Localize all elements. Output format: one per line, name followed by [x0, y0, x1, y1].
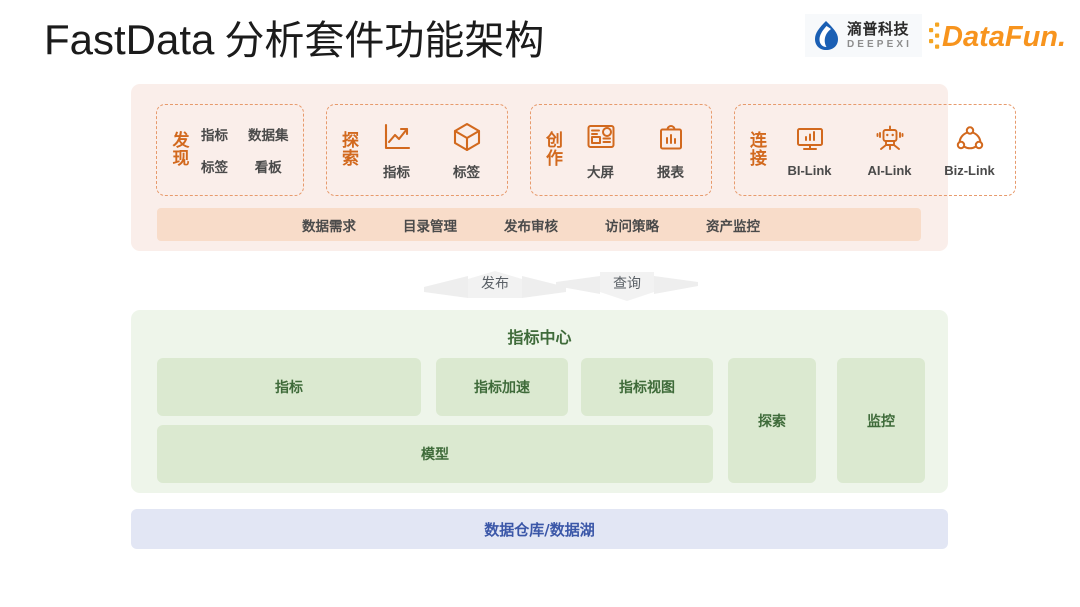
deepexi-flame-icon: [814, 21, 838, 50]
group-discovery[interactable]: 发 现 指标 数据集 标签 看板: [156, 104, 304, 196]
flow-publish-label: 发布: [481, 276, 509, 292]
group-connect-items: BI-Link: [779, 122, 1001, 178]
explore-item-tag[interactable]: 标签: [441, 120, 493, 181]
group-explore-title-l1: 探: [342, 130, 359, 151]
group-discovery-items: 指标 数据集 标签 看板: [201, 124, 289, 176]
discovery-item-dataset[interactable]: 数据集: [248, 128, 289, 144]
discovery-item-board[interactable]: 看板: [254, 160, 282, 176]
create-item-report-label: 报表: [657, 164, 684, 181]
explore-item-metric-label: 指标: [383, 164, 410, 181]
connect-item-biz-link-label: Biz-Link: [944, 163, 995, 178]
application-group-list: 发 现 指标 数据集 标签 看板 探 索: [156, 104, 1016, 196]
cube-icon: [452, 120, 482, 154]
metrics-box-metric[interactable]: 指标: [157, 358, 421, 416]
deepexi-name-en: DEEPEXI: [846, 38, 912, 50]
governance-item-catalog-mgmt[interactable]: 目录管理: [403, 218, 457, 235]
group-explore-title-l2: 索: [342, 149, 359, 169]
datafun-logo: DataFun.: [929, 21, 1066, 53]
metrics-center-panel: 指标中心 指标 指标加速 指标视图 模型 探索 监控: [131, 310, 948, 493]
group-connect[interactable]: 连 接 BI-Link: [733, 104, 1016, 196]
flow-arrows: 发布 查询: [0, 270, 1080, 302]
svg-text:DataFun.: DataFun.: [942, 21, 1066, 53]
storage-layer-label: 数据仓库/数据湖: [484, 520, 595, 539]
group-connect-title: 连 接: [749, 132, 769, 168]
explore-item-metric[interactable]: 指标: [371, 120, 423, 181]
group-create-title-l1: 创: [546, 130, 563, 151]
storage-layer-panel: 数据仓库/数据湖: [131, 509, 948, 549]
metrics-box-model[interactable]: 模型: [157, 425, 713, 483]
page-title-latin: FastData: [44, 16, 215, 63]
metrics-center-title: 指标中心: [507, 328, 572, 347]
governance-item-publish-audit[interactable]: 发布审核: [504, 218, 558, 235]
group-explore-title: 探 索: [341, 132, 361, 168]
group-explore-items: 指标 标签: [371, 120, 493, 181]
explore-item-tag-label: 标签: [453, 164, 480, 181]
group-discovery-title-l1: 发: [172, 130, 190, 151]
page-title-cjk: 分析套件功能架构: [224, 18, 545, 64]
share-nodes-icon: [955, 122, 985, 156]
group-discovery-title-l2: 现: [172, 149, 190, 169]
metrics-box-explore[interactable]: 探索: [728, 358, 816, 483]
discovery-item-tag[interactable]: 标签: [201, 160, 228, 176]
group-create-title: 创 作: [545, 132, 565, 168]
governance-item-access-policy[interactable]: 访问策略: [605, 218, 659, 235]
robot-icon: [875, 122, 905, 156]
publish-arrow-shape: [424, 271, 566, 298]
flow-publish-arrow: 发布: [424, 270, 566, 300]
create-item-bigscreen-label: 大屏: [587, 164, 614, 181]
governance-bar: 数据需求 目录管理 发布审核 访问策略 资产监控: [157, 208, 921, 241]
deepexi-logo: 滴普科技 DEEPEXI: [804, 14, 922, 57]
connect-item-bi-link[interactable]: BI-Link: [779, 122, 841, 178]
governance-item-asset-monitor[interactable]: 资产监控: [706, 218, 760, 235]
dashboard-screen-icon: [586, 120, 616, 154]
group-discovery-title: 发 现: [171, 132, 191, 168]
flow-query-arrow: 查询: [556, 270, 698, 302]
metrics-box-acceleration[interactable]: 指标加速: [436, 358, 568, 416]
group-explore[interactable]: 探 索 指标: [325, 104, 508, 196]
create-item-bigscreen[interactable]: 大屏: [575, 120, 627, 181]
metrics-box-view[interactable]: 指标视图: [581, 358, 713, 416]
group-create-title-l2: 作: [546, 149, 563, 169]
query-arrow-shape: [556, 272, 698, 301]
connect-item-ai-link[interactable]: AI-Link: [859, 122, 921, 178]
connect-item-bi-link-label: BI-Link: [787, 163, 832, 178]
connect-item-ai-link-label: AI-Link: [867, 163, 912, 178]
flow-query-label: 查询: [613, 276, 641, 292]
discovery-item-metric[interactable]: 指标: [201, 128, 228, 144]
group-connect-title-l2: 接: [750, 149, 767, 169]
governance-item-data-request[interactable]: 数据需求: [302, 218, 356, 235]
report-clipboard-icon: [656, 120, 686, 154]
group-create-items: 大屏 报表: [575, 120, 697, 181]
monitor-chart-icon: [795, 122, 825, 156]
line-chart-icon: [382, 120, 412, 154]
deepexi-name-cn: 滴普科技: [846, 19, 909, 38]
deepexi-wordmark: 滴普科技 DEEPEXI: [846, 19, 912, 50]
create-item-report[interactable]: 报表: [645, 120, 697, 181]
logo-group: 滴普科技 DEEPEXI DataFun.: [804, 14, 1076, 57]
group-connect-title-l1: 连: [750, 130, 767, 151]
metrics-box-monitor[interactable]: 监控: [837, 358, 925, 483]
connect-item-biz-link[interactable]: Biz-Link: [939, 122, 1001, 178]
group-create[interactable]: 创 作 大屏: [529, 104, 712, 196]
